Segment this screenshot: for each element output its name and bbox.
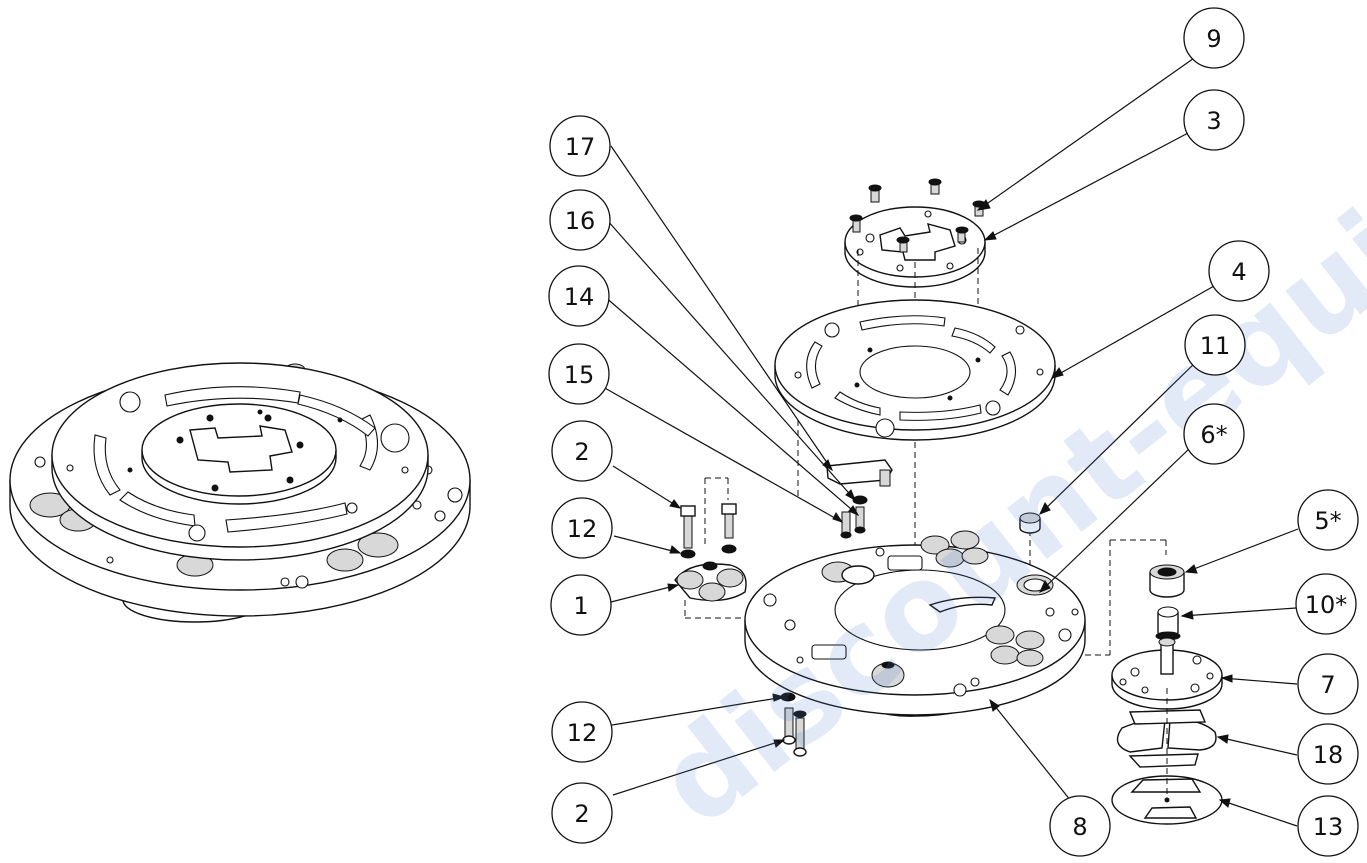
part-8-features: [763, 547, 1079, 697]
part-4-slots: [794, 315, 1044, 438]
part-16-washer: [852, 495, 868, 505]
assembled-hub-center-opening: [189, 425, 293, 473]
part-12-washer-upper-2: [721, 544, 737, 554]
assembled-hub-screws: [127, 409, 343, 492]
callout-4: 4: [1208, 240, 1270, 302]
assembled-lower-plate-holes: [34, 456, 463, 589]
callout-label: 2: [574, 438, 589, 466]
callout-label: 9: [1206, 25, 1221, 53]
callout-label: 6*: [1200, 421, 1227, 449]
assembled-view: [9, 362, 471, 623]
callouts: 9 3 17 16 4 14 11 15 6* 2 5* 12 10* 1 7 …: [548, 7, 1359, 857]
callout-10: 10*: [1295, 573, 1357, 635]
callout-label: 10*: [1305, 591, 1348, 619]
part-14-pin: [855, 506, 865, 530]
callout-1: 1: [550, 574, 612, 636]
part-12-washer-lower-2: [793, 710, 807, 718]
part-8-clip: [928, 596, 997, 613]
callout-label: 11: [1200, 332, 1231, 360]
leader-arrowheads: [667, 199, 1233, 808]
part-8-mounted-rollers: [821, 530, 1045, 688]
callout-label: 14: [564, 283, 595, 311]
part-14-pin-end: [854, 526, 866, 534]
callout-15: 15: [548, 343, 610, 405]
part-18-pad-segments: [1116, 709, 1217, 768]
callout-14: 14: [548, 265, 610, 327]
callout-5: 5*: [1297, 489, 1359, 551]
callout-label: 8: [1072, 813, 1087, 841]
callout-label: 18: [1313, 741, 1344, 769]
leader-lines: [602, 55, 1299, 827]
callout-label: 16: [565, 207, 596, 235]
part-2-bolt-lower-2-head: [793, 747, 807, 757]
callout-label: 1: [573, 592, 588, 620]
exploded-view: [674, 178, 1223, 825]
part-3-holes: [856, 210, 967, 272]
callout-label: 7: [1320, 671, 1335, 699]
part-4-center-hole: [859, 345, 971, 399]
part-5-bushing: [1149, 564, 1185, 598]
part-15-pin: [841, 511, 851, 535]
callout-3: 3: [1183, 89, 1245, 151]
callout-12-lower: 12: [551, 701, 613, 763]
assembled-upper-plate-slots: [66, 386, 410, 542]
callout-label: 3: [1206, 107, 1221, 135]
callout-8: 8: [1049, 795, 1111, 857]
callout-label: 17: [565, 133, 596, 161]
callout-13: 13: [1297, 795, 1359, 857]
callout-label: 4: [1231, 258, 1246, 286]
callout-17: 17: [549, 115, 611, 177]
part-15-pin-end: [840, 531, 852, 539]
callout-label: 2: [574, 800, 589, 828]
callout-label: 12: [567, 719, 598, 747]
callout-9: 9: [1183, 7, 1245, 69]
callout-7: 7: [1297, 653, 1359, 715]
callout-6: 6*: [1183, 403, 1245, 465]
part-11-plug-top: [1019, 512, 1041, 524]
part-12-washer-upper: [680, 549, 696, 559]
part-17-latch-tab: [879, 469, 891, 487]
callout-label: 12: [567, 515, 598, 543]
callout-12-upper: 12: [551, 497, 613, 559]
callout-label: 5*: [1314, 507, 1341, 535]
callout-2-upper: 2: [551, 420, 613, 482]
part-2-bolts-upper: [680, 503, 737, 549]
part-10-sleeve: [1155, 606, 1181, 641]
callout-11: 11: [1184, 314, 1246, 376]
callout-label: 13: [1313, 813, 1344, 841]
callout-16: 16: [549, 189, 611, 251]
callout-18: 18: [1297, 723, 1359, 785]
part-1-roller-block: [674, 561, 747, 602]
callout-2-lower: 2: [551, 782, 613, 844]
part-9-screws: [849, 178, 986, 253]
callout-label: 15: [564, 361, 595, 389]
